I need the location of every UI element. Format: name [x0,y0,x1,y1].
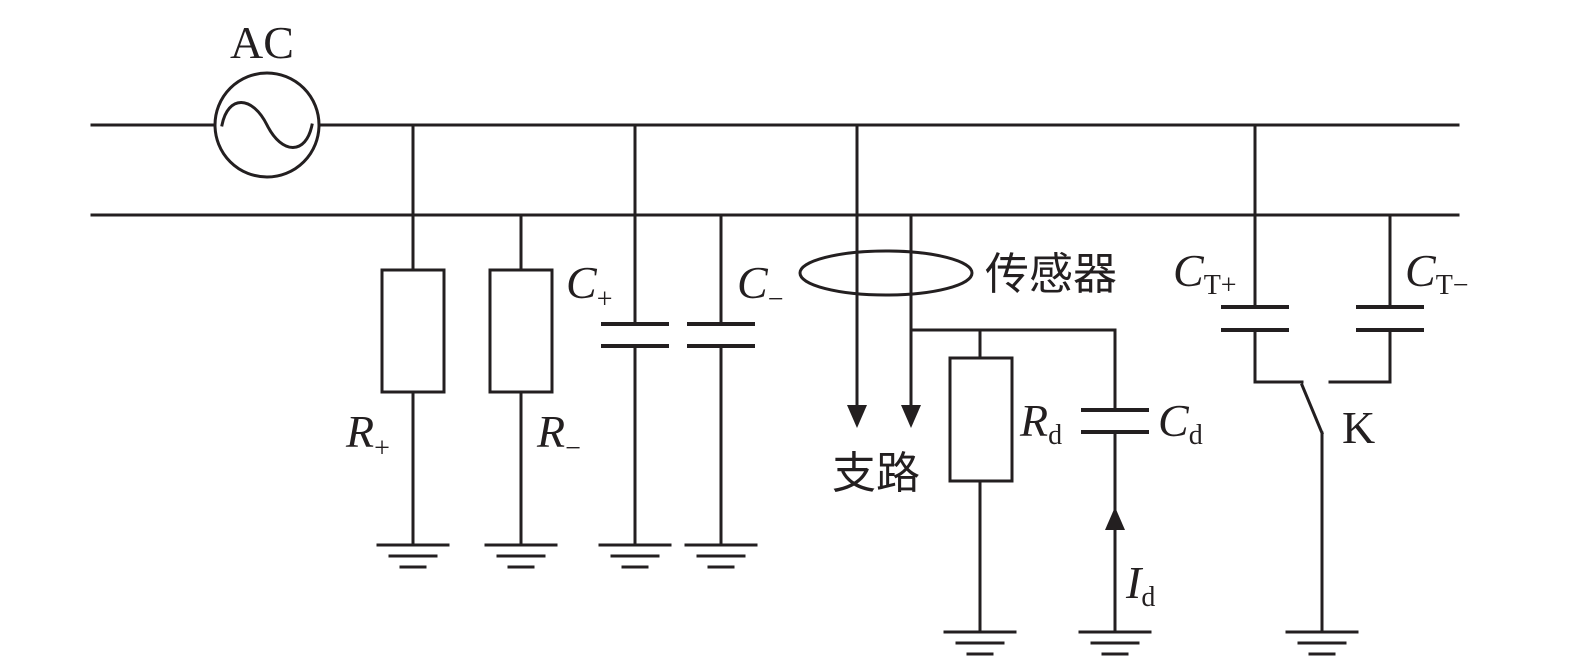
current-arrow-icon [1105,507,1125,530]
ground-r-minus [484,543,558,569]
sensor-label: 传感器 [985,249,1117,300]
capacitor-c-plus [601,123,669,547]
ground-c-minus [684,543,758,569]
ac-label: AC [230,17,294,68]
ground-c-plus [598,543,672,569]
r-plus-label: R+ [345,406,390,464]
resistor-r-plus [380,123,446,547]
capacitor-c-minus [687,213,755,547]
c-plus-label: C+ [566,257,612,315]
arrow-down-icon [847,405,867,428]
ground-r-plus [376,543,450,569]
test-branch [1221,123,1424,634]
r-minus-label: R− [536,406,581,464]
r-d-label: Rd [1019,395,1062,451]
sensor-ring [798,249,974,297]
i-d-label: Id [1125,557,1155,613]
fault-branch [909,328,1149,634]
c-t-minus-label: CT− [1405,245,1469,301]
branch-feeders [847,123,921,428]
ground-r-d [943,630,1017,656]
resistor-r-d [948,356,1014,483]
resistor-r-minus [488,213,554,547]
c-minus-label: C− [737,257,783,315]
switch-k-label: K [1342,402,1375,453]
ground-c-d [1078,630,1152,656]
c-d-label: Cd [1158,395,1203,451]
branch-label: 支路 [832,448,920,499]
sine-wave-icon [220,101,314,149]
arrow-down-icon [901,405,921,428]
ac-source [213,71,321,179]
c-t-plus-label: CT+ [1173,245,1237,301]
switch-k [1300,383,1324,435]
ground-switch [1285,630,1359,656]
